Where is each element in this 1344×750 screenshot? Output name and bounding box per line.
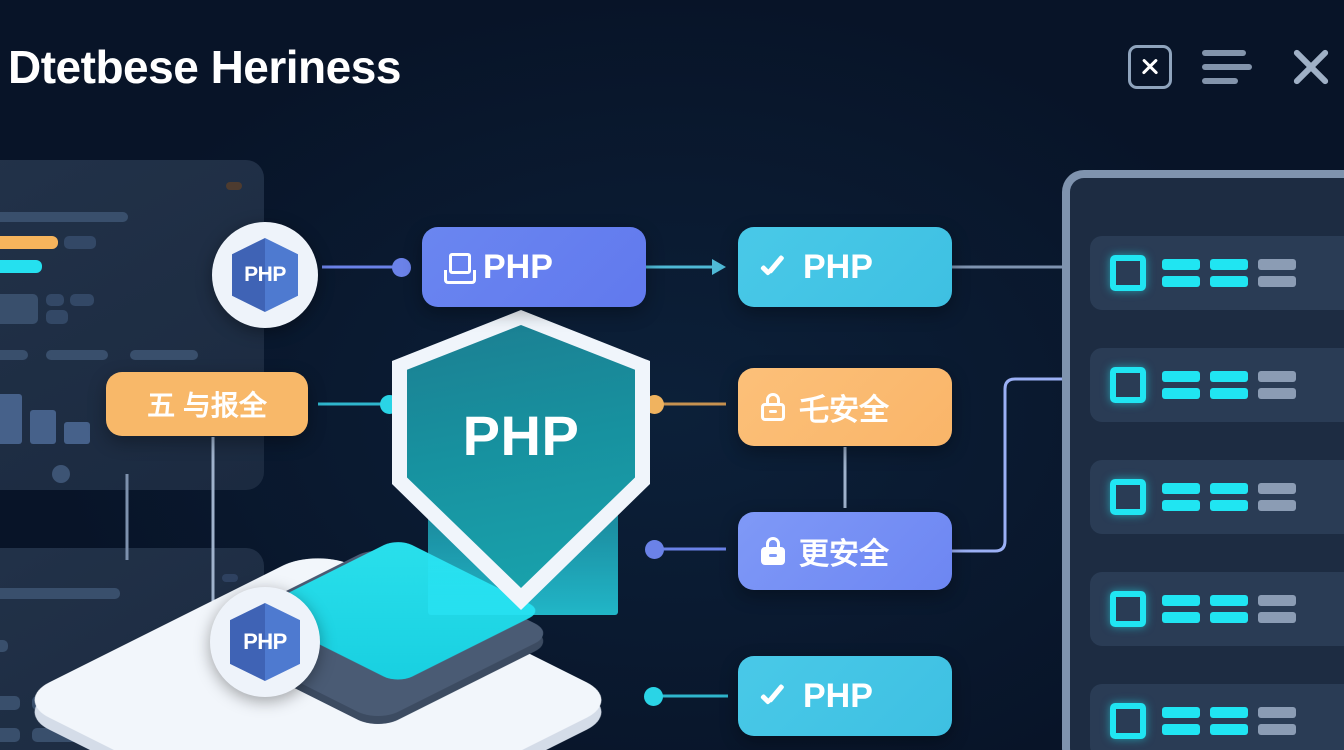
rack-indicator-grid	[1162, 707, 1296, 735]
status-square-icon	[1110, 703, 1146, 739]
rack-indicator-grid	[1162, 595, 1296, 623]
skeleton-line	[0, 640, 8, 652]
pill-report-left[interactable]: 五 与报全	[106, 372, 308, 436]
skeleton-line	[0, 728, 20, 742]
rack-unit[interactable]	[1090, 348, 1344, 422]
check-icon	[760, 254, 790, 280]
boxed-close-icon[interactable]	[1128, 45, 1172, 89]
shield-outline: PHP	[392, 310, 650, 610]
php-badge-label: PHP	[243, 629, 287, 654]
php-badge-top[interactable]: PHP	[212, 222, 318, 328]
lock-closed-icon	[760, 537, 786, 565]
shield-face: PHP	[407, 325, 635, 588]
pill-label: 乇安全	[799, 394, 889, 427]
skeleton-line	[0, 588, 120, 599]
pill-label: PHP	[803, 247, 873, 286]
connector-dot	[392, 258, 411, 277]
chart-bar	[64, 422, 90, 444]
server-rack	[1062, 170, 1344, 750]
shield-label: PHP	[462, 404, 580, 467]
dashboard-panel-top	[0, 160, 264, 490]
skeleton-line	[130, 350, 198, 360]
connector-dot	[644, 687, 663, 706]
skeleton-line	[46, 350, 108, 360]
status-square-icon	[1110, 255, 1146, 291]
panel-status-dot	[222, 574, 238, 582]
rack-indicator-grid	[1162, 259, 1296, 287]
skeleton-block	[0, 294, 38, 324]
pill-security-peri[interactable]: 更安全	[738, 512, 952, 590]
skeleton-block	[46, 294, 64, 306]
close-icon[interactable]	[1288, 44, 1334, 90]
pill-php-verified-top[interactable]: PHP	[738, 227, 952, 307]
lock-open-icon	[760, 393, 786, 421]
rack-unit[interactable]	[1090, 460, 1344, 534]
rack-indicator-grid	[1162, 371, 1296, 399]
rack-unit[interactable]	[1090, 572, 1344, 646]
skeleton-block	[46, 310, 68, 324]
pill-php-verified-bottom[interactable]: PHP	[738, 656, 952, 736]
pill-label: PHP	[803, 676, 873, 715]
panel-status-dot	[226, 182, 242, 190]
check-icon	[760, 683, 790, 709]
skeleton-line	[0, 696, 20, 710]
status-square-icon	[1110, 367, 1146, 403]
progress-bar-cyan	[0, 260, 42, 273]
progress-bar-orange	[0, 236, 58, 249]
pill-label: 更安全	[799, 538, 889, 571]
chart-bar	[30, 410, 56, 444]
panel-handle[interactable]	[52, 465, 70, 483]
skeleton-chip	[64, 236, 96, 249]
page-title: Dtetbese Heriness	[8, 41, 401, 93]
pill-label: 五 与报全	[147, 390, 267, 421]
user-upload-icon	[444, 253, 476, 284]
pill-label: PHP	[483, 247, 553, 286]
skeleton-block	[70, 294, 94, 306]
skeleton-line	[0, 350, 28, 360]
php-badge-bottom[interactable]: PHP	[210, 587, 320, 697]
menu-icon[interactable]	[1202, 50, 1258, 84]
php-hex-icon: PHP	[230, 603, 300, 681]
pill-security-orange[interactable]: 乇安全	[738, 368, 952, 446]
skeleton-line	[0, 212, 128, 222]
connector-dot	[645, 540, 664, 559]
php-badge-label: PHP	[244, 263, 286, 286]
status-square-icon	[1110, 479, 1146, 515]
rack-unit[interactable]	[1090, 684, 1344, 750]
header-icon-group	[1128, 44, 1334, 90]
pill-php-upload[interactable]: PHP	[422, 227, 646, 307]
rack-indicator-grid	[1162, 483, 1296, 511]
status-square-icon	[1110, 591, 1146, 627]
chart-bar	[0, 394, 22, 444]
php-shield: PHP	[392, 310, 650, 610]
rack-unit[interactable]	[1090, 236, 1344, 310]
php-hex-icon: PHP	[232, 238, 298, 312]
